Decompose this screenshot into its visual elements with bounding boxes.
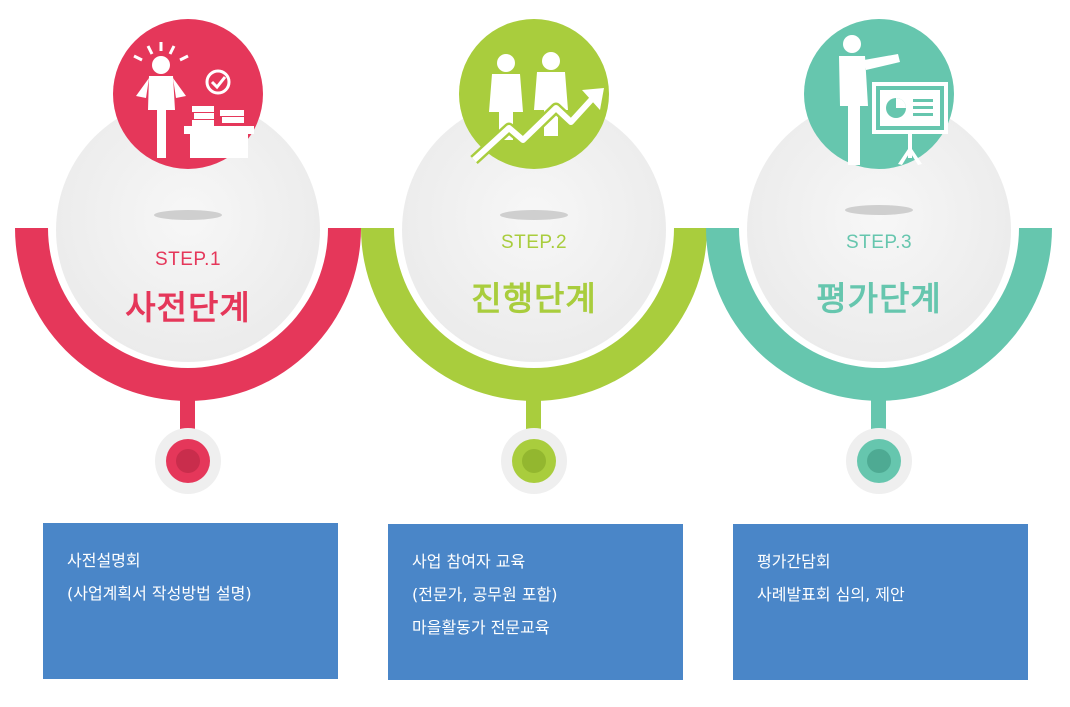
- presenter-board-icon: [839, 35, 948, 165]
- detail-line: 사례발표회 심의, 제안: [757, 585, 905, 604]
- step-3-stem: [871, 398, 886, 436]
- team-growth-arrow-icon: [470, 52, 604, 165]
- detail-line: (사업계획서 작성방법 설명): [67, 584, 252, 603]
- step-2-icon-circle: [459, 19, 609, 169]
- step-1-shadow: [154, 210, 222, 220]
- step-3-label: STEP.3: [845, 232, 913, 253]
- step-2-graphic: [361, 19, 707, 494]
- step-3-graphic: [706, 19, 1052, 494]
- step-1-disc: [56, 98, 320, 362]
- businessman-desk-icon: [133, 42, 254, 158]
- detail-line: 사전설명회: [67, 551, 141, 570]
- step-3-shadow: [845, 205, 913, 215]
- detail-line: 사업 참여자 교육: [412, 552, 526, 571]
- step-2-shadow: [500, 210, 568, 220]
- step-1-dot-center: [176, 449, 200, 473]
- step-2-stem: [526, 398, 541, 436]
- step-2-disc: [402, 98, 666, 362]
- step-3-arc: [706, 228, 1052, 401]
- step-2-dot-center: [522, 449, 546, 473]
- step-2-detail-box: 사업 참여자 교육 (전문가, 공무원 포함) 마을활동가 전문교육: [388, 524, 683, 680]
- step-1-stem: [180, 398, 195, 436]
- step-1-detail-box: 사전설명회 (사업계획서 작성방법 설명): [43, 523, 338, 679]
- step-2-arc: [361, 228, 707, 401]
- step-2-label: STEP.2: [500, 232, 568, 253]
- step-2-title: 진행단계: [471, 279, 597, 318]
- detail-line: 평가간담회: [757, 552, 831, 571]
- step-3-disc: [747, 98, 1011, 362]
- step-1-arc: [15, 228, 361, 401]
- step-1-title: 사전단계: [125, 288, 251, 327]
- step-3-title: 평가단계: [816, 279, 942, 318]
- step-1-graphic: [15, 19, 361, 494]
- step-3-detail-box: 평가간담회 사례발표회 심의, 제안: [733, 524, 1028, 680]
- step-1-label: STEP.1: [154, 249, 222, 270]
- detail-line: (전문가, 공무원 포함): [412, 585, 558, 604]
- step-3-dot-center: [867, 449, 891, 473]
- detail-line: 마을활동가 전문교육: [412, 618, 550, 637]
